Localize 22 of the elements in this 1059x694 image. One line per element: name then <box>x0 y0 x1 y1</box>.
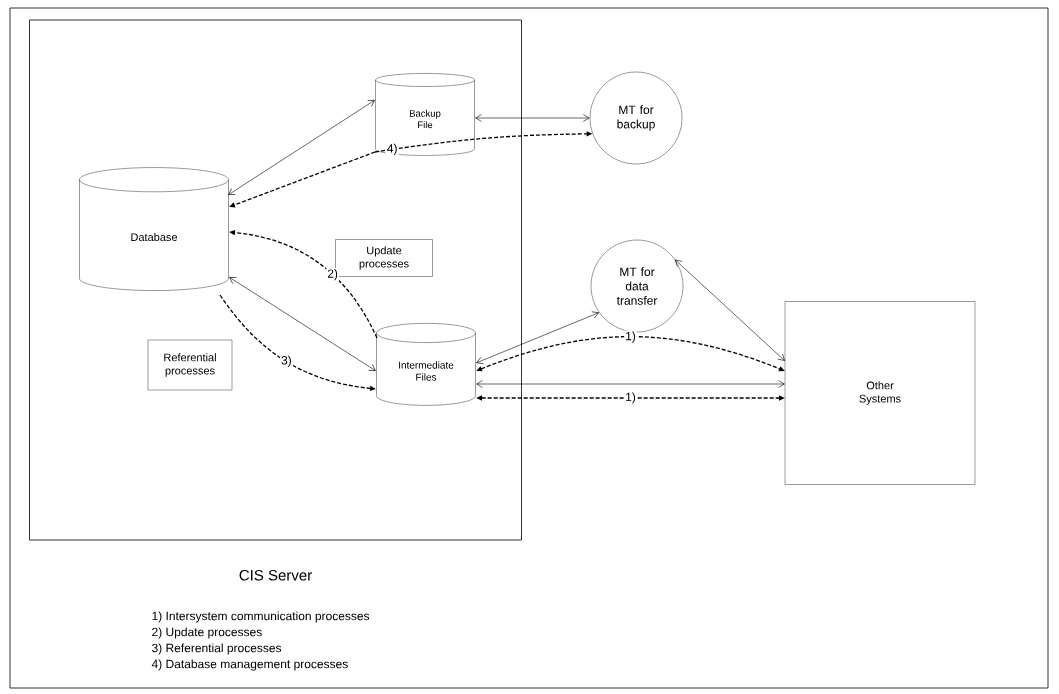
arrow <box>476 311 599 365</box>
edge-label: 1) <box>624 330 637 344</box>
process-box: Other Systems <box>784 301 976 485</box>
legend-item: 4) Database management processes <box>151 659 348 671</box>
edge-label: 3) <box>280 354 293 368</box>
database-cylinder: Database <box>79 167 229 291</box>
legend-item: 2) Update processes <box>152 627 262 639</box>
arrow <box>476 380 785 388</box>
edge-label: 2) <box>326 268 339 282</box>
legend-item: 1) Intersystem communication processes <box>152 611 370 623</box>
legend-item: 3) Referential processes <box>152 643 282 655</box>
arrow <box>229 151 376 208</box>
edge-label: 1) <box>624 391 637 405</box>
database-cylinder: Intermediate Files <box>376 323 476 406</box>
arrow <box>675 259 785 361</box>
node-label: CIS Server <box>239 569 312 581</box>
process-box: Referential processes <box>147 339 233 391</box>
arrow <box>228 100 375 195</box>
arrow <box>475 114 590 122</box>
arrow <box>229 277 376 371</box>
edge-label: 4) <box>385 142 399 156</box>
arrow <box>476 335 785 372</box>
